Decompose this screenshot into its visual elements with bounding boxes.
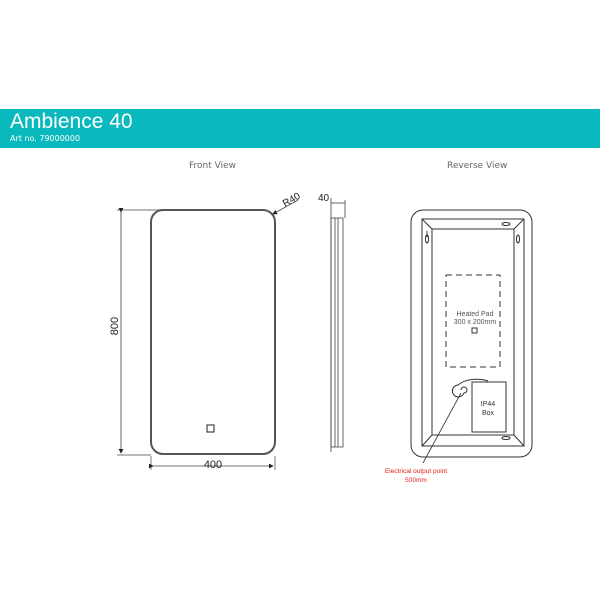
heated-pad-area: [445, 274, 501, 368]
box-label: Box: [482, 410, 495, 417]
product-title: Ambience 40: [10, 110, 133, 133]
height-label: 800: [109, 317, 121, 335]
keyhole-right-icon: [516, 234, 520, 244]
output-arrow: [422, 392, 462, 464]
header-bar: [0, 109, 600, 148]
output-point-height: 500mm: [405, 477, 427, 484]
heated-pad-label: Heated Pad: [457, 311, 494, 318]
sensor-icon: [471, 327, 478, 334]
mirror-outline: [150, 209, 276, 455]
touch-sensor-icon: [206, 424, 215, 433]
front-view-label: Front View: [189, 161, 236, 171]
depth-label: 40: [318, 193, 330, 204]
front-view: [117, 199, 299, 470]
reverse-view-label: Reverse View: [447, 161, 508, 171]
ip44-label: IP44: [481, 401, 496, 408]
article-number: Art no. 79000000: [10, 134, 81, 143]
radius-label: R40: [281, 191, 303, 210]
cable-coil-icon: [451, 378, 489, 398]
hanger-bottom-icon: [501, 436, 511, 440]
output-point-label: Electrical output point: [385, 468, 447, 475]
ip44-box: [471, 381, 507, 433]
heated-pad-size: 300 x 200mm: [454, 319, 497, 326]
hanger-top-icon: [501, 222, 511, 226]
keyhole-left-icon: [425, 234, 429, 244]
width-label: 400: [204, 459, 222, 471]
side-view: [330, 198, 346, 452]
reverse-view: [410, 209, 533, 464]
